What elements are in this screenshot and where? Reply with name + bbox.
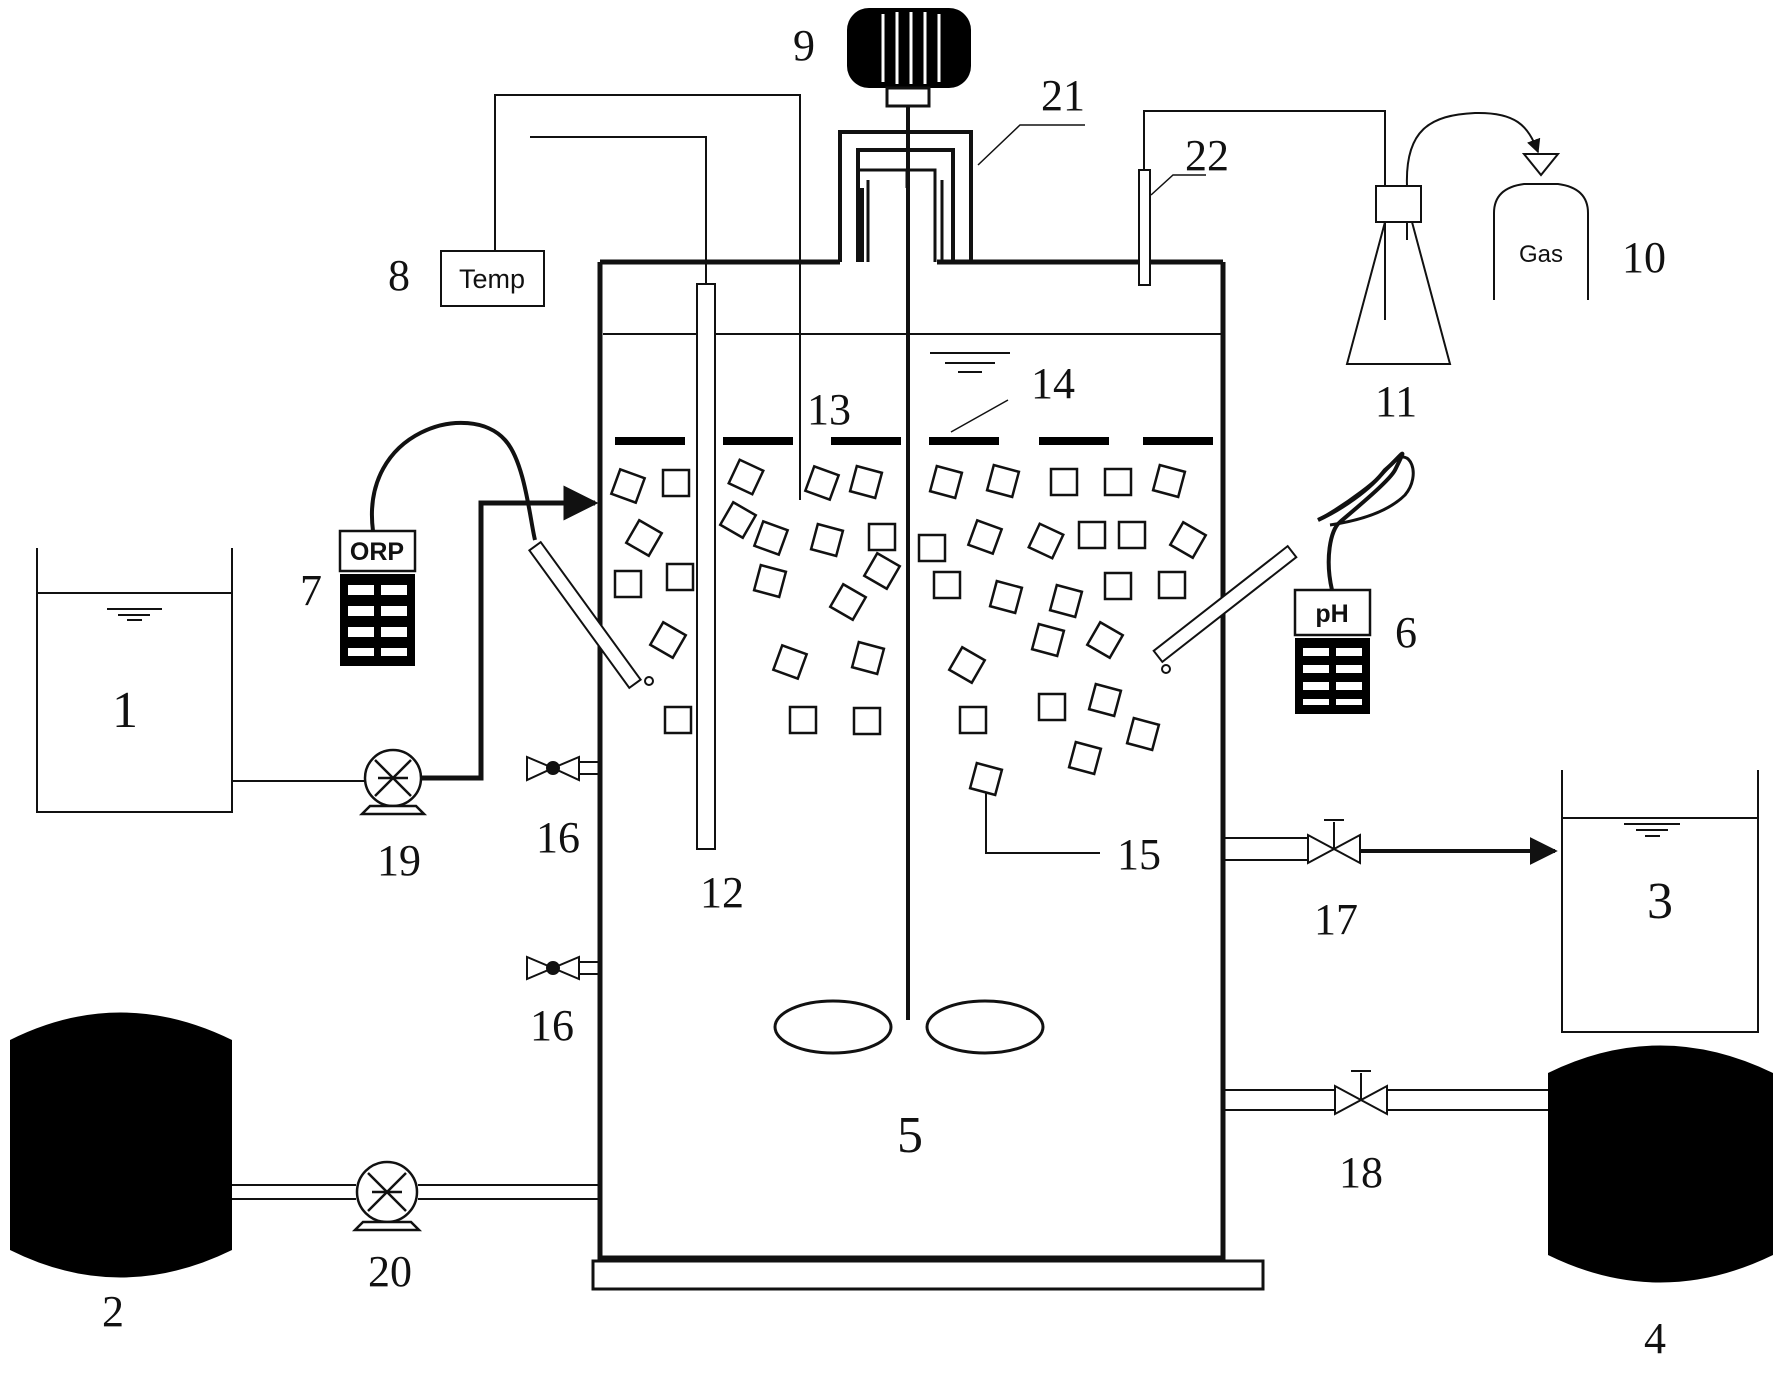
feed-tank xyxy=(36,548,233,813)
label-perforated-plate: 14 xyxy=(1031,359,1075,408)
label-feed-tank: 1 xyxy=(112,682,138,739)
feed-pump xyxy=(358,748,428,816)
orp-probe xyxy=(527,540,654,690)
ph-cable xyxy=(1317,451,1405,591)
label-effluent-tank: 3 xyxy=(1647,873,1673,930)
orp-meter-label: ORP xyxy=(350,538,404,566)
temp-probe xyxy=(696,283,716,850)
label-gas-collector: 10 xyxy=(1622,233,1666,282)
gas-pump xyxy=(351,1160,423,1232)
label-outlet-valve: 17 xyxy=(1314,895,1358,944)
label-gas-bag-left: 2 xyxy=(102,1287,124,1336)
stirrer-motor xyxy=(847,8,971,108)
reactor xyxy=(591,259,1265,1291)
gas-line-left xyxy=(232,1184,600,1200)
ph-meter: pH xyxy=(1293,588,1372,714)
bottom-pipe xyxy=(1223,1089,1548,1111)
bottom-valve xyxy=(1334,1070,1388,1116)
ph-meter-label: pH xyxy=(1315,600,1348,628)
number-labels: 1 2 3 4 5 6 7 8 9 10 11 12 13 14 15 16 1… xyxy=(102,21,1673,1363)
effluent-tank xyxy=(1561,770,1759,1033)
label-temp-controller: 8 xyxy=(388,251,410,300)
temp-controller-label: Temp xyxy=(459,264,525,294)
sampling-valve-bottom xyxy=(526,955,600,981)
gas-bag-right xyxy=(1548,1045,1773,1283)
carriers xyxy=(609,458,1208,797)
gas-collector-label: Gas xyxy=(1519,241,1563,268)
outlet-valve xyxy=(1307,819,1361,865)
gas-collector: Gas xyxy=(1493,153,1589,300)
label-gas-washing-flask: 11 xyxy=(1375,377,1417,426)
label-reactor: 5 xyxy=(897,1107,923,1164)
label-sampling-valve-top: 16 xyxy=(536,813,580,862)
temp-controller: Temp xyxy=(440,250,545,307)
water-seal xyxy=(838,130,973,264)
reactor-base xyxy=(591,1259,1265,1291)
ph-probe xyxy=(1152,544,1298,674)
carrier-leader xyxy=(985,792,1100,854)
label-stirrer-motor: 9 xyxy=(793,21,815,70)
temp-probe-wire xyxy=(530,136,707,284)
sensor-line xyxy=(494,94,801,500)
water-level-symbol xyxy=(930,352,1010,373)
leader-lines xyxy=(950,124,1206,433)
label-carrier: 15 xyxy=(1117,830,1161,879)
sampling-valve-top xyxy=(526,755,600,782)
outlet-pipe xyxy=(1223,837,1308,861)
gas-bag-left xyxy=(10,1012,232,1278)
gas-line xyxy=(1143,110,1386,186)
label-sampling-valve-bottom: 16 xyxy=(530,1001,574,1050)
orp-cable xyxy=(369,420,537,541)
label-feed-pump: 19 xyxy=(377,836,421,885)
gas-washing-flask xyxy=(1345,185,1452,365)
ph-cable-loop xyxy=(1317,455,1415,527)
label-sensor-line: 13 xyxy=(807,385,851,434)
orp-meter: ORP xyxy=(338,529,417,666)
label-water-seal: 21 xyxy=(1041,71,1085,120)
label-orp-meter: 7 xyxy=(300,566,322,615)
label-ph-meter: 6 xyxy=(1395,608,1417,657)
label-temp-probe: 12 xyxy=(700,868,744,917)
label-gas-pump: 20 xyxy=(368,1247,412,1296)
impeller xyxy=(773,999,1045,1055)
label-gas-outlet-tube: 22 xyxy=(1185,131,1229,180)
label-bottom-valve: 18 xyxy=(1339,1148,1383,1197)
perforated-plate xyxy=(615,437,1213,445)
gas-outlet-tube xyxy=(1138,169,1151,286)
feed-to-reactor-line xyxy=(421,485,599,781)
gas-line-arrow xyxy=(1405,111,1541,187)
label-gas-bag-right: 4 xyxy=(1644,1314,1666,1363)
